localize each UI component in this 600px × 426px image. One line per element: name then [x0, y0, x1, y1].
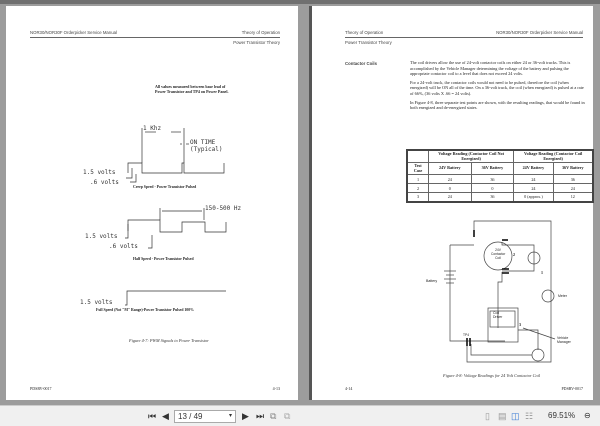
tp4-label: TP4	[463, 333, 470, 337]
figure-caption: Figure 4-7: PWM Signals to Power Transis…	[129, 338, 209, 343]
voltage-table: Voltage Reading (Contactor Coil Not Ener…	[406, 149, 594, 203]
footer-left: PDSRV-0017	[30, 386, 52, 391]
viewer-toolbar: ⏮ ◀ 13 / 49 ▾ ▶ ⏭ ⧉ ⧉ ▯ ▤ ◫ ☷ 69.51% ⊖	[0, 405, 600, 426]
coil-label-line: Contactor	[491, 251, 506, 256]
continuous-icon[interactable]: ▤	[498, 411, 507, 421]
meter-3	[531, 348, 545, 362]
meter-main	[541, 289, 555, 303]
vehicle-manager-box	[487, 307, 519, 343]
first-page-icon[interactable]: ⏮	[148, 411, 157, 421]
two-page-icon[interactable]: ◫	[511, 411, 520, 421]
next-page-icon[interactable]: ▶	[242, 411, 249, 421]
footer-left: 4-14	[345, 386, 353, 391]
chevron-down-icon[interactable]: ▾	[228, 413, 232, 419]
page-number-value: 13 / 49	[178, 412, 203, 421]
full-caption: Full Speed (Not "M" Range)-Power Transis…	[96, 308, 194, 312]
vm-label-line: Manager	[557, 340, 571, 344]
coil-label-line: Coil	[495, 255, 501, 260]
coil-label-line: 24V	[495, 248, 501, 252]
volts-06-label-2: .6 volts	[109, 243, 138, 250]
section-body: The coil drivers allow the use of 24-vol…	[410, 60, 585, 114]
last-page-icon[interactable]: ⏭	[256, 411, 265, 421]
rotate-icon[interactable]: ⧉	[270, 411, 277, 421]
volts-15-label-3: 1.5 volts	[80, 299, 113, 306]
half-caption: Half Speed - Power Transistor Pulsed	[133, 257, 194, 261]
creep-caption: Creep Speed - Power Transistor Pulsed	[133, 185, 197, 189]
figure-caption: Figure 4-8: Voltage Readings for 24 Volt…	[443, 373, 540, 378]
volts-15-label-2: 1.5 volts	[85, 233, 118, 240]
volts-15-label-1: 1.5 volts	[83, 169, 116, 176]
section-title: Contactor Coils	[345, 61, 377, 66]
footer-right: PDSRV-0017	[561, 386, 583, 391]
volts-06-label-1: .6 volts	[90, 179, 119, 186]
paragraph: For a 24-volt truck, the contactor coils…	[410, 79, 584, 96]
header-left: NOR30/NOR30F Orderpicker Service Manual	[30, 30, 117, 35]
page-number-input[interactable]: 13 / 49 ▾	[174, 410, 236, 423]
cell: 0 (approx.)	[513, 192, 554, 202]
meter-label: Meter	[558, 294, 567, 298]
driver-label-line: Driver	[493, 315, 503, 319]
footer-right: 4-13	[272, 386, 280, 391]
header-right: Theory of Operation	[241, 30, 280, 35]
cell: 12	[552, 192, 594, 202]
creep-waveform	[127, 162, 225, 174]
header-right: NOR30/NOR30F Orderpicker Service Manual	[496, 30, 583, 35]
subheader-left: Power Transistor Theory	[345, 40, 392, 45]
header-left: Theory of Operation	[345, 30, 384, 35]
meter-1	[527, 251, 541, 265]
point-1: 1	[541, 270, 543, 275]
point-2: 2	[513, 252, 515, 257]
point-3: 3	[519, 322, 521, 327]
header-rule	[30, 37, 280, 38]
on-time-label: ON TIME	[190, 139, 216, 146]
measurement-note: All values measured between base lead of…	[155, 84, 229, 94]
two-page-continuous-icon[interactable]: ☷	[525, 411, 534, 421]
window-top-bar	[0, 0, 600, 4]
driver-label-line: Coil	[493, 311, 500, 315]
half-waveform	[127, 219, 227, 233]
freq-label-1: 1 Khz	[143, 125, 162, 132]
paragraph: The coil drivers allow the use of 24-vol…	[410, 60, 571, 77]
prev-page-icon[interactable]: ◀	[162, 411, 169, 421]
typical-label: (Typical)	[190, 146, 223, 153]
coil-driver-box	[489, 310, 516, 328]
circuit-diagram	[444, 220, 556, 363]
zoom-out-icon[interactable]: ⊖	[584, 411, 591, 420]
zoom-level[interactable]: 69.51%	[548, 411, 576, 420]
single-page-icon[interactable]: ▯	[485, 411, 490, 421]
contactor-coil	[483, 241, 513, 271]
battery-label: Battery	[426, 279, 438, 283]
subheader-right: Power Transistor Theory	[233, 40, 280, 45]
vm-label-line: Vehicle	[557, 336, 569, 340]
paragraph: In Figure 4-8, three separate test point…	[410, 99, 585, 111]
copy-icon[interactable]: ⧉	[284, 411, 291, 421]
freq-label-2: 150-500 Hz	[205, 205, 242, 212]
left-page: NOR30/NOR30F Orderpicker Service Manual …	[6, 6, 298, 400]
header-rule	[345, 37, 583, 38]
pwm-waveforms	[125, 128, 227, 306]
right-page: Theory of Operation NOR30/NOR30F Orderpi…	[309, 6, 594, 400]
full-waveform	[125, 290, 226, 306]
